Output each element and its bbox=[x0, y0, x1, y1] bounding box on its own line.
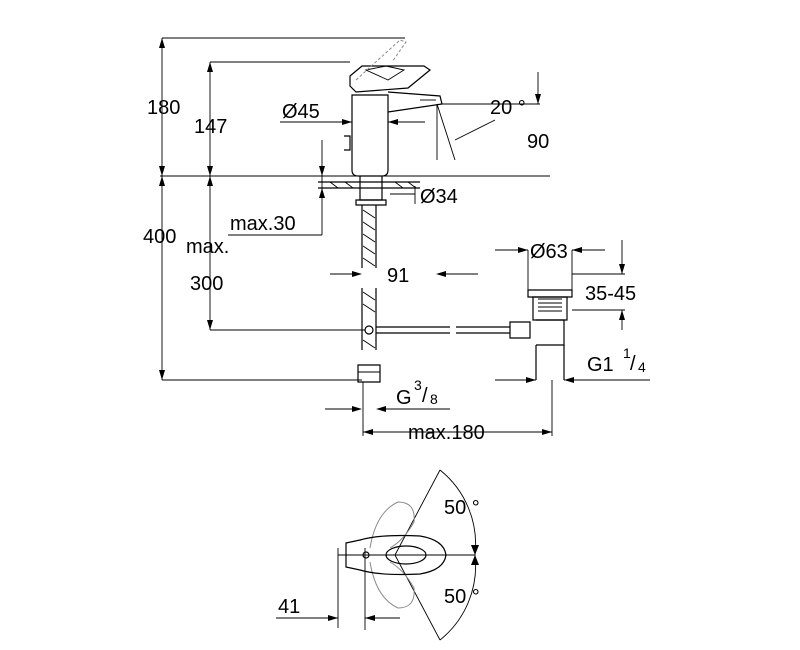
faucet-side-view bbox=[160, 39, 550, 383]
arrowheads bbox=[159, 38, 625, 435]
label-max-projection: max.180 bbox=[408, 422, 485, 444]
label-waste-thread-den: 4 bbox=[638, 359, 646, 375]
label-max: max. bbox=[186, 236, 229, 258]
label-lever-angle-bottom: 50 ° bbox=[444, 586, 480, 608]
label-drain-pipe-height: 300 bbox=[190, 273, 223, 295]
label-inlet-thread-num: 3 bbox=[414, 377, 422, 393]
label-waste-thread-num: 1 bbox=[623, 345, 631, 361]
label-waste-diameter: Ø63 bbox=[530, 241, 568, 263]
label-spout-diameter: Ø45 bbox=[282, 101, 320, 123]
faucet-top-view bbox=[276, 469, 479, 641]
label-lever-angle-top: 50 ° bbox=[444, 497, 480, 519]
label-spout-height: 147 bbox=[194, 116, 227, 138]
label-inlet-thread-den: 8 bbox=[430, 391, 438, 407]
label-inlet-thread-slash: / bbox=[422, 385, 428, 407]
dimension-lines bbox=[161, 37, 650, 436]
waste-assembly bbox=[376, 289, 573, 380]
label-hose-length: 400 bbox=[143, 226, 176, 248]
label-overall-height: 180 bbox=[147, 97, 180, 119]
label-lever-offset: 41 bbox=[278, 596, 300, 618]
label-spout-angle: 20 ° bbox=[490, 97, 526, 119]
label-waste-thread: G1 bbox=[587, 354, 614, 376]
label-waste-range: 35-45 bbox=[585, 283, 636, 305]
label-waste-offset: 91 bbox=[387, 265, 409, 287]
label-spout-projection: 90 bbox=[527, 131, 549, 153]
label-hole-diameter: Ø34 bbox=[420, 186, 458, 208]
label-waste-thread-slash: / bbox=[630, 353, 636, 375]
label-max-deck: max.30 bbox=[230, 213, 296, 235]
dimension-labels: 180 147 Ø45 20 ° 90 Ø34 max.30 400 max. … bbox=[143, 97, 646, 618]
label-inlet-thread: G bbox=[396, 387, 412, 409]
